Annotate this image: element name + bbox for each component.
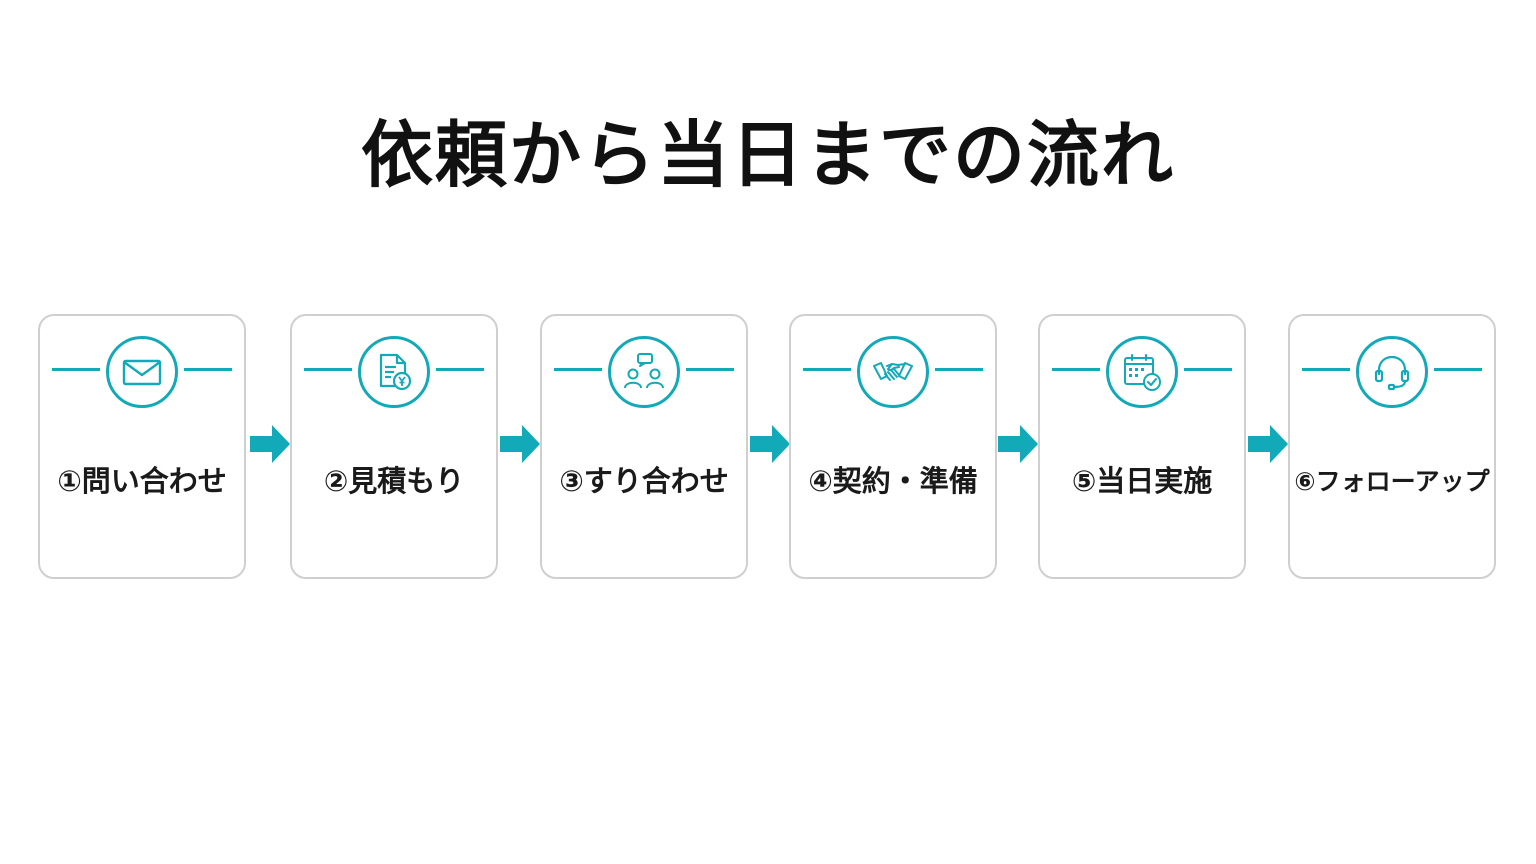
divider-line [1184, 368, 1232, 371]
divider-line [686, 368, 734, 371]
step-card-estimate: ②見積もり [290, 314, 498, 579]
divider-line [52, 368, 100, 371]
divider-line [554, 368, 602, 371]
document-yen-icon [358, 336, 430, 408]
divider-line [304, 368, 352, 371]
arrow-right-icon [1248, 425, 1288, 463]
step-label: ⑥フォローアップ [1294, 467, 1490, 496]
meeting-icon [608, 336, 680, 408]
divider-line [436, 368, 484, 371]
step-card-event-day: ⑤当日実施 [1038, 314, 1246, 579]
arrow-right-icon [500, 425, 540, 463]
step-label: ④契約・準備 [808, 464, 978, 498]
divider-line [184, 368, 232, 371]
page-title: 依頼から当日までの流れ [360, 113, 1175, 197]
arrow-right-icon [998, 425, 1038, 463]
divider-line [1052, 368, 1100, 371]
step-card-alignment: ③すり合わせ [540, 314, 748, 579]
step-label: ①問い合わせ [57, 464, 227, 498]
arrow-right-icon [750, 425, 790, 463]
step-label: ⑤当日実施 [1071, 464, 1213, 498]
step-card-follow-up: ⑥フォローアップ [1288, 314, 1496, 579]
divider-line [803, 368, 851, 371]
arrow-right-icon [250, 425, 290, 463]
step-card-inquiry: ①問い合わせ [38, 314, 246, 579]
divider-line [1302, 368, 1350, 371]
handshake-icon [857, 336, 929, 408]
mail-icon [106, 336, 178, 408]
step-label: ②見積もり [323, 464, 465, 498]
calendar-check-icon [1106, 336, 1178, 408]
step-card-contract: ④契約・準備 [789, 314, 997, 579]
divider-line [1434, 368, 1482, 371]
divider-line [935, 368, 983, 371]
headset-icon [1356, 336, 1428, 408]
step-label: ③すり合わせ [559, 464, 729, 498]
